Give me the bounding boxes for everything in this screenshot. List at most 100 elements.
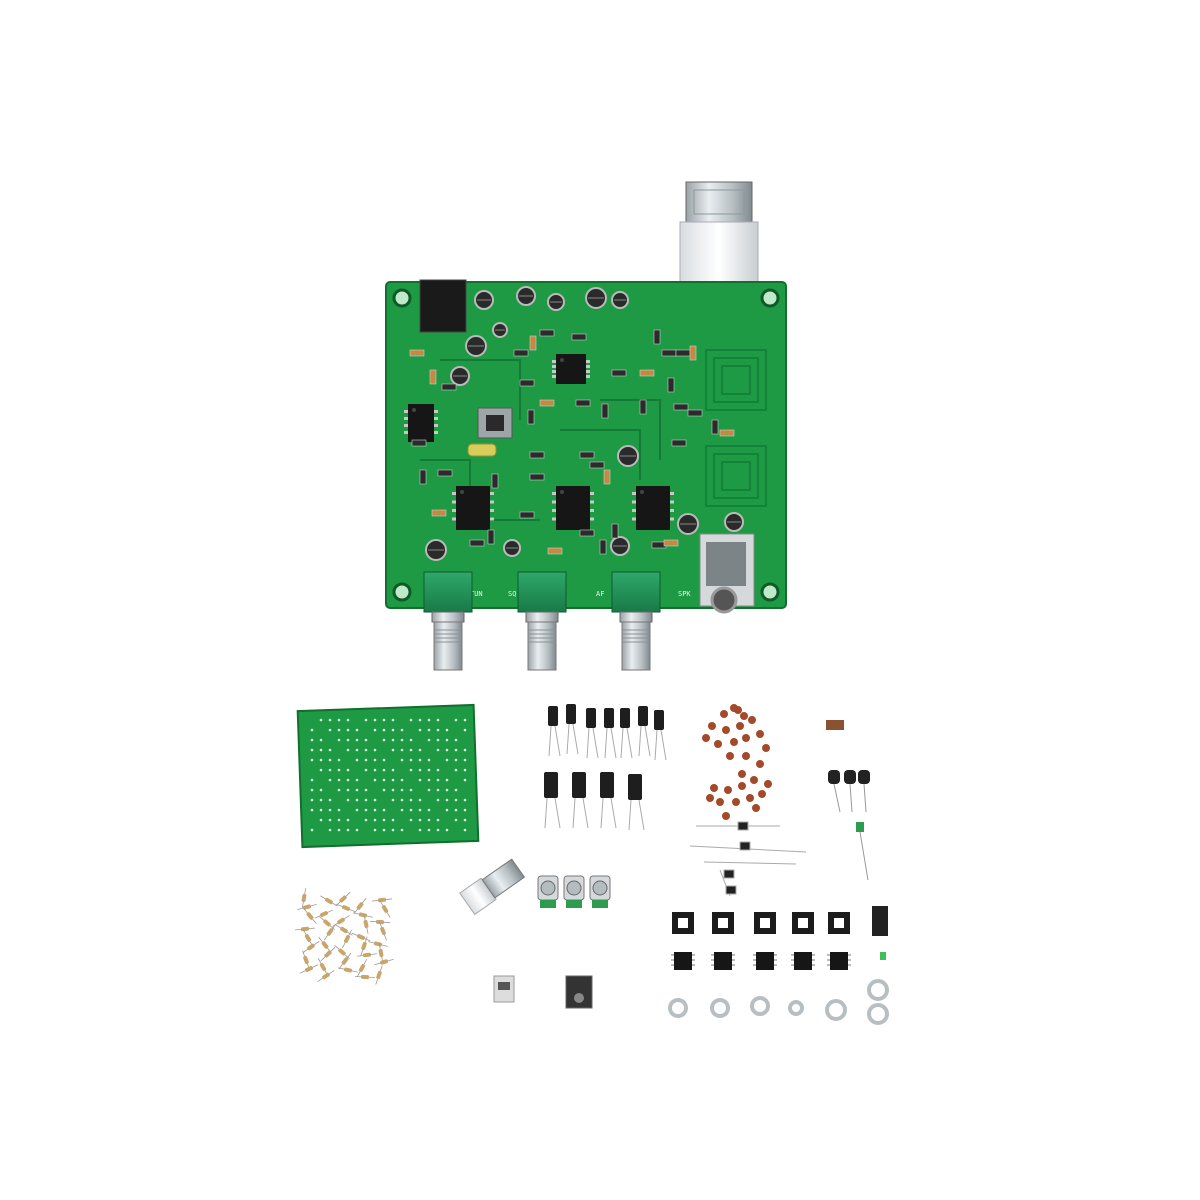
smd-component [667,377,675,393]
washers [668,979,889,1025]
electrolytic-capacitor [585,287,607,309]
ic-socket [672,912,694,934]
resistor [335,891,351,907]
smd-component [529,473,545,481]
ic-socket [792,912,814,934]
dip-ic [753,952,777,970]
ceramic-capacitor [720,710,728,718]
smd-component [469,539,485,547]
potentiometer-knob-icon [423,571,473,671]
ceramic-capacitor [734,706,742,714]
resistor [303,908,317,924]
label-af: AF [596,590,604,598]
ceramic-capacitor [752,804,760,812]
resistor [335,924,353,936]
trimmer-pot [589,875,611,908]
smd-component [519,379,535,387]
electrolytic-capacitor [600,772,617,829]
mounting-holes [392,288,780,602]
ceramic-capacitor [730,738,738,746]
smd-component [687,409,703,417]
crystal [467,443,497,457]
ceramic-capacitors [702,704,772,820]
resistor [338,967,358,973]
resistor [374,958,394,966]
electrolytic-capacitors [544,704,667,831]
resistor [317,958,329,976]
ceramic-capacitor [716,798,724,806]
electrolytic-capacitor [586,708,599,759]
smd-component [487,529,495,545]
smd-component [529,335,537,351]
ics [671,952,851,970]
assembled-receiver-board: TUN SQ AF SPK [385,181,787,671]
slide-switch [872,906,888,936]
ceramic-capacitor [758,790,766,798]
ceramic-capacitor [742,734,750,742]
smd-component [639,399,647,415]
resistor [317,970,335,982]
smd-component [653,329,661,345]
resistor [378,943,384,963]
resistor [323,923,337,941]
dip-ic [827,952,851,970]
ic-socket [754,912,776,934]
ceramic-capacitor [724,786,732,794]
dip-ic [671,952,695,970]
electrolytic-capacitor [724,512,744,532]
resistor [334,945,350,959]
smd-component [547,547,563,555]
audio-jack-kit [565,975,593,1009]
diodes [689,821,807,897]
label-spk: SPK [678,590,691,598]
tact-switch [477,407,513,439]
resistor [342,929,352,949]
dip-ic [711,952,735,970]
trimmer-pots [537,875,611,908]
resistor [295,926,315,932]
smd-component [599,539,607,555]
ceramic-capacitor [738,770,746,778]
smd-component [519,511,535,519]
smd-component [411,439,427,447]
resistor [363,914,369,934]
ceramic-capacitor [756,760,764,768]
potentiometer-knob-icon [517,571,567,671]
resistor [353,897,367,915]
smd-component [673,403,689,411]
electrolytic-capacitor [465,335,487,357]
smd-component [491,473,499,489]
resistor [372,897,392,903]
smd-component [601,403,609,419]
resistor [338,952,352,970]
electrolytic-capacitor [516,286,536,306]
smd-component [579,451,595,459]
smd-component [513,349,529,357]
resistor [299,964,319,974]
resistor [375,965,383,985]
ceramic-capacitor [708,722,716,730]
resistor-pile [295,888,394,985]
smd-component [575,399,591,407]
electrolytic-capacitor [617,445,639,467]
resistor [351,932,371,942]
dip-ic [552,354,590,384]
smd-component [611,523,619,539]
transistors [826,720,870,881]
pcb-coil-pattern [705,349,767,507]
ceramic-capacitor [702,734,710,742]
resistor [319,916,335,930]
smd-component [527,409,535,425]
ceramic-capacitor [756,730,764,738]
electrolytic-capacitor [492,322,508,338]
audio-jack-icon [699,533,755,614]
dc-power-jack-icon [419,279,467,333]
dip-ic [452,486,494,530]
ceramic-capacitor [762,744,770,752]
resistor [318,936,332,954]
washer [668,998,688,1018]
washer [825,999,847,1021]
washer [710,998,730,1018]
resistor [301,888,307,908]
